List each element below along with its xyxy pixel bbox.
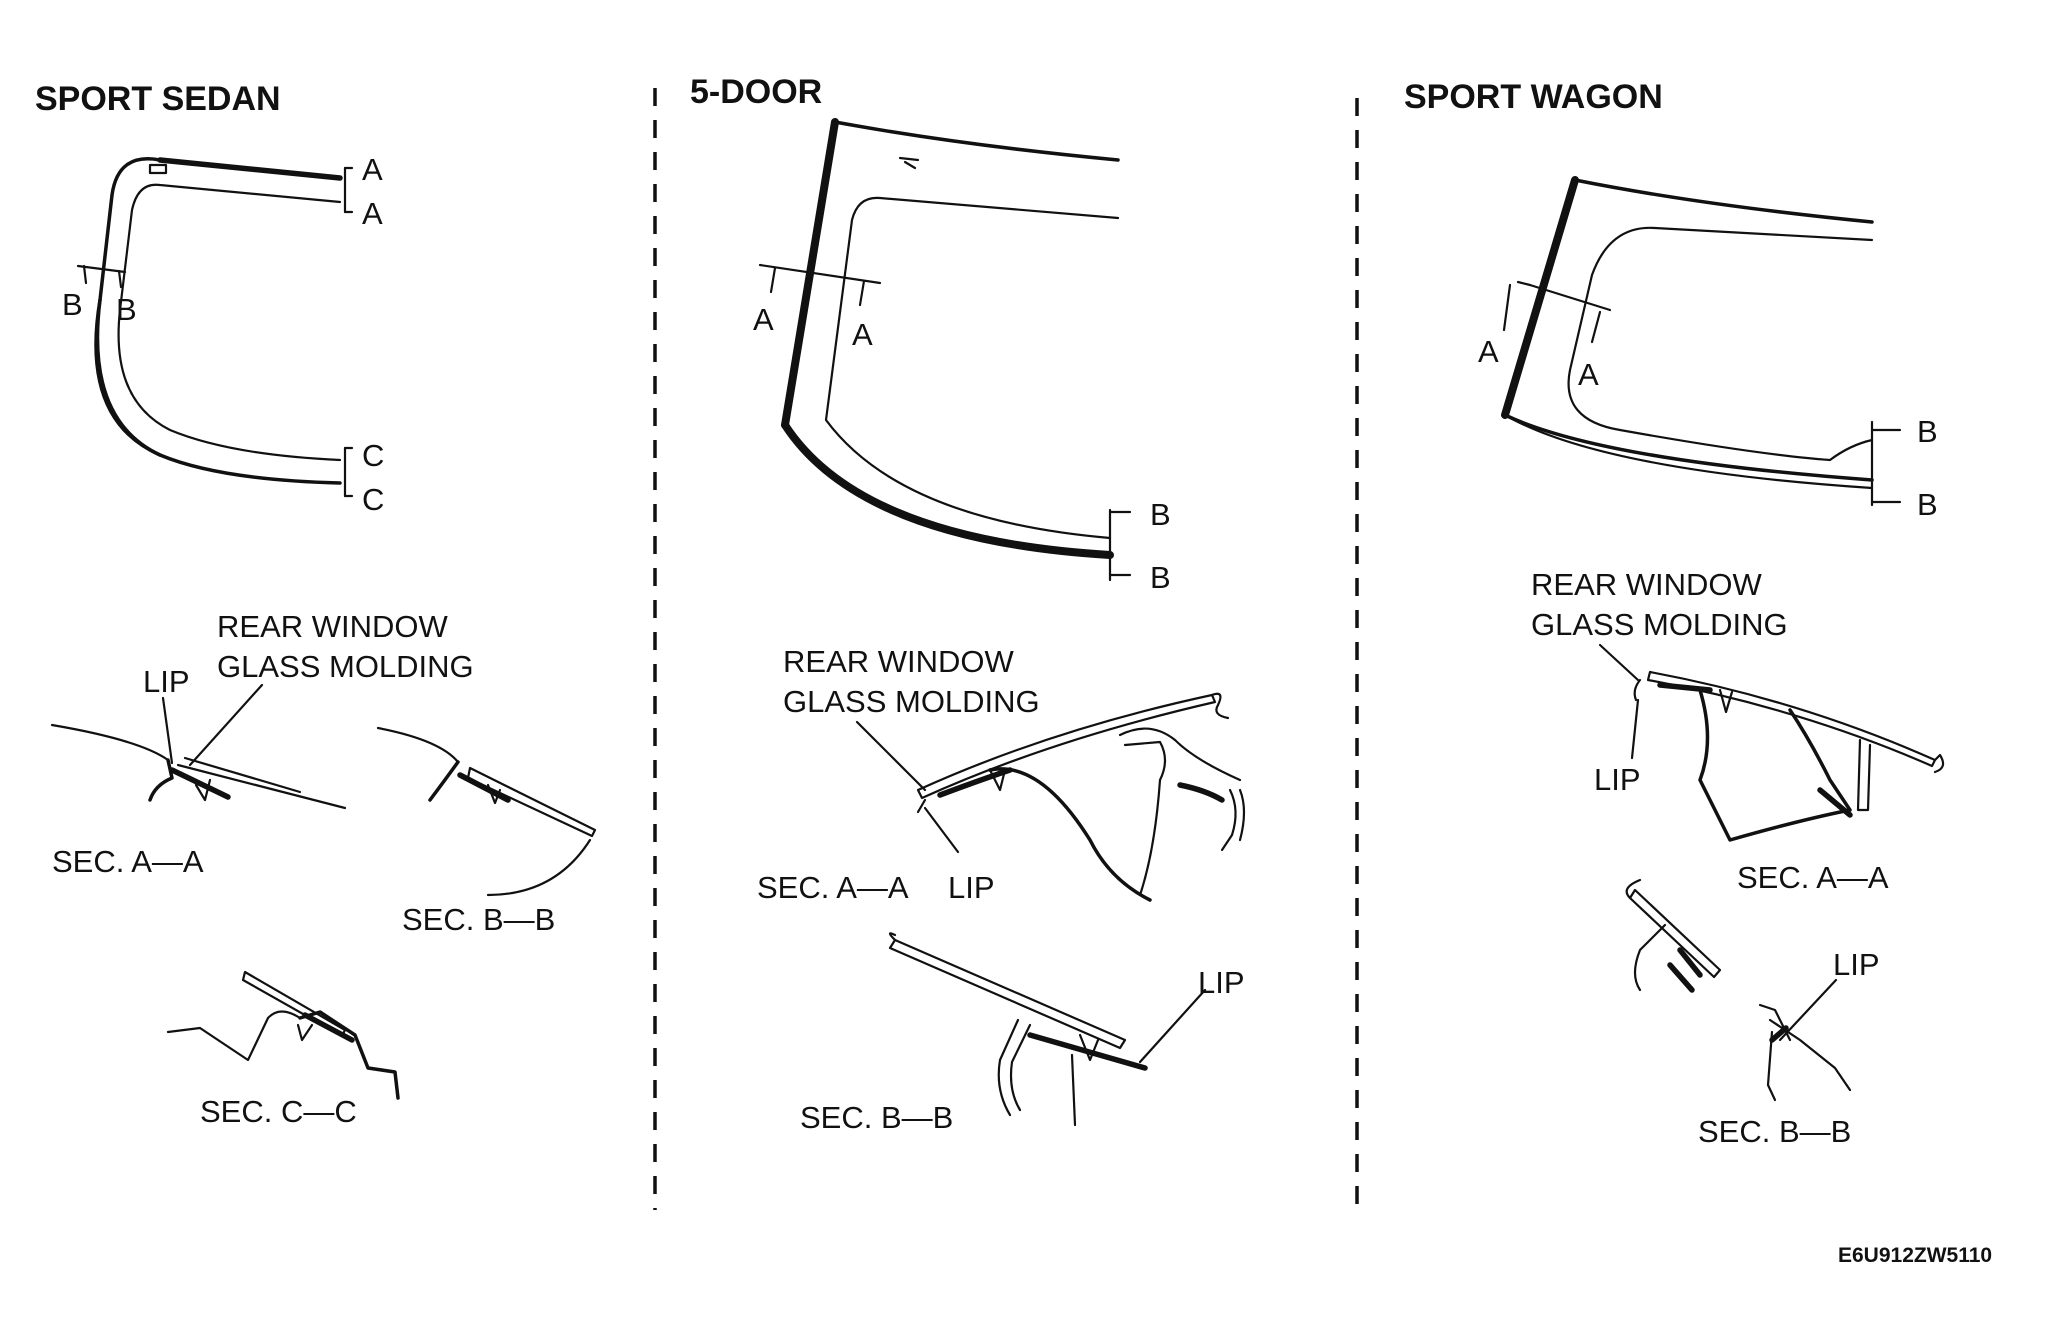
5-door-section-b-b: LIP SEC. B—B — [800, 932, 1245, 1135]
svg-text:A: A — [362, 152, 383, 187]
svg-text:B: B — [1917, 414, 1938, 449]
section-label: SEC. A—A — [1737, 860, 1889, 895]
molding-label: GLASS MOLDING — [783, 684, 1040, 719]
svg-text:A: A — [753, 302, 774, 337]
section-label: SEC. A—A — [757, 870, 909, 905]
wagon-section-a-a: LIP SEC. A—A — [1594, 670, 1945, 895]
sedan-window-outline — [94, 157, 343, 485]
5-door-section-a-a: SEC. A—A LIP — [757, 692, 1246, 905]
svg-text:A: A — [1578, 357, 1599, 392]
wagon-window-outline — [1501, 176, 1874, 490]
panel-title: SPORT WAGON — [1404, 78, 1663, 116]
5-door-section-marks: A A B B — [753, 263, 1171, 595]
svg-text:A: A — [852, 317, 873, 352]
molding-label: REAR WINDOW — [1531, 567, 1763, 602]
svg-text:B: B — [1917, 487, 1938, 522]
lip-label: LIP — [1833, 947, 1880, 982]
lip-label: LIP — [948, 870, 995, 905]
svg-text:C: C — [362, 482, 384, 517]
svg-text:B: B — [1150, 560, 1171, 595]
section-label: SEC. A—A — [52, 844, 204, 879]
5-door-window-outline — [781, 118, 1120, 559]
panel-sport-wagon: SPORT WAGON A A B B REAR WINDOW GLASS MO… — [1404, 78, 1945, 1149]
svg-text:B: B — [116, 292, 137, 327]
section-label: SEC. B—B — [402, 902, 555, 937]
panel-sport-sedan: SPORT SEDAN A A C C B B R — [35, 80, 597, 1129]
section-label: SEC. C—C — [200, 1094, 357, 1129]
sedan-section-a-a: SEC. A—A — [50, 723, 347, 879]
lip-label: LIP — [1198, 965, 1245, 1000]
svg-text:B: B — [62, 287, 83, 322]
panel-title: 5-DOOR — [690, 73, 822, 111]
figure-code: E6U912ZW5110 — [1838, 1244, 1992, 1267]
section-label: SEC. B—B — [800, 1100, 953, 1135]
svg-text:A: A — [362, 196, 383, 231]
section-label: SEC. B—B — [1698, 1114, 1851, 1149]
molding-label: GLASS MOLDING — [1531, 607, 1788, 642]
svg-text:C: C — [362, 438, 384, 473]
molding-label: GLASS MOLDING — [217, 649, 474, 684]
molding-label: REAR WINDOW — [783, 644, 1015, 679]
lip-label: LIP — [143, 664, 190, 699]
panel-title: SPORT SEDAN — [35, 80, 281, 118]
sedan-section-c-c: SEC. C—C — [166, 970, 400, 1129]
wagon-section-marks: A A B B — [1478, 280, 1938, 522]
lip-label: LIP — [1594, 762, 1641, 797]
sedan-section-marks: A A C C B B — [62, 152, 384, 517]
svg-text:A: A — [1478, 334, 1499, 369]
svg-text:B: B — [1150, 497, 1171, 532]
sedan-section-b-b: SEC. B—B — [376, 726, 597, 937]
molding-label: REAR WINDOW — [217, 609, 449, 644]
panel-5-door: 5-DOOR A A B B REAR WINDOW GLASS MOLDING — [690, 73, 1246, 1135]
wagon-section-b-b: LIP SEC. B—B — [1625, 878, 1880, 1149]
